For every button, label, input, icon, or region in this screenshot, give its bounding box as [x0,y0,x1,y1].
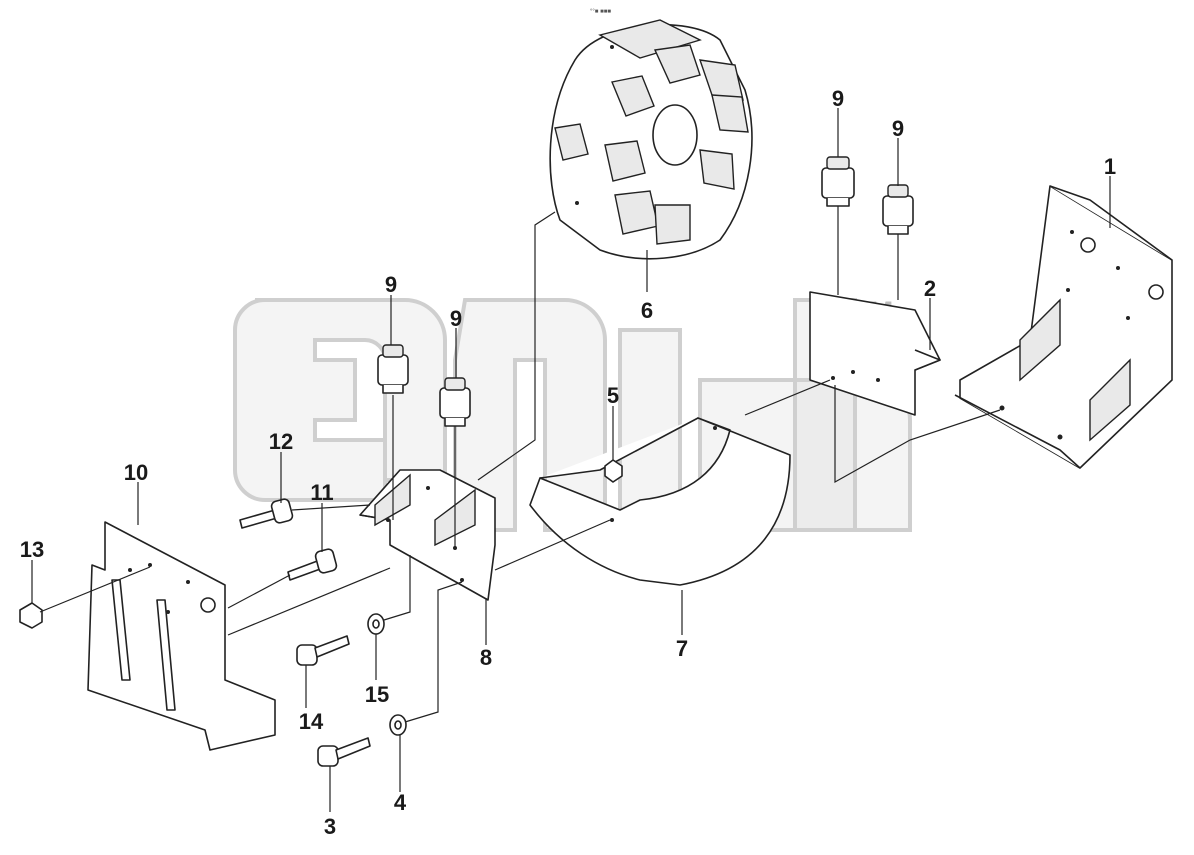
callout-10: 10 [124,460,148,485]
part-9-rubber-mount-d [882,184,914,235]
callout-9-a: 9 [385,272,397,297]
part-4-washer [389,714,407,736]
top-marker-text: °°■ ■■■ [590,9,611,15]
assembly-lines [39,206,1001,723]
part-7-scraper [529,417,791,586]
callout-1: 1 [1104,154,1116,179]
part-15-washer [367,613,385,635]
part-1-main-bracket [954,185,1173,469]
part-11-bolt [287,548,338,581]
part-9-rubber-mount-a [377,344,409,394]
callout-9-d: 9 [892,116,904,141]
callout-9-b: 9 [450,306,462,331]
callout-3: 3 [324,814,336,839]
callout-11: 11 [310,480,333,505]
callout-12: 12 [269,429,293,454]
part-9-rubber-mount-c [821,156,855,207]
callout-5: 5 [607,383,619,408]
callout-7: 7 [676,636,688,661]
callout-8: 8 [480,645,492,670]
callout-9-c: 9 [832,86,844,111]
part-13-nut [19,602,43,629]
part-12-bolt [239,498,294,529]
callout-4: 4 [394,790,407,815]
callout-13: 13 [20,537,44,562]
callout-labels: 1 2 3 4 5 6 7 8 9 9 9 9 10 11 12 13 14 1… [20,86,1116,839]
part-3-bolt [317,737,371,767]
callout-2: 2 [924,276,936,301]
part-2-side-plate [809,291,941,416]
callout-15: 15 [365,682,389,707]
part-10-left-bracket [87,521,276,751]
callout-14: 14 [299,709,324,734]
part-14-bolt [296,635,350,666]
part-9-rubber-mount-b [439,377,471,427]
part-6-padfoot-drum [549,19,753,260]
callout-6: 6 [641,298,653,323]
callout-leaders [31,108,1111,812]
